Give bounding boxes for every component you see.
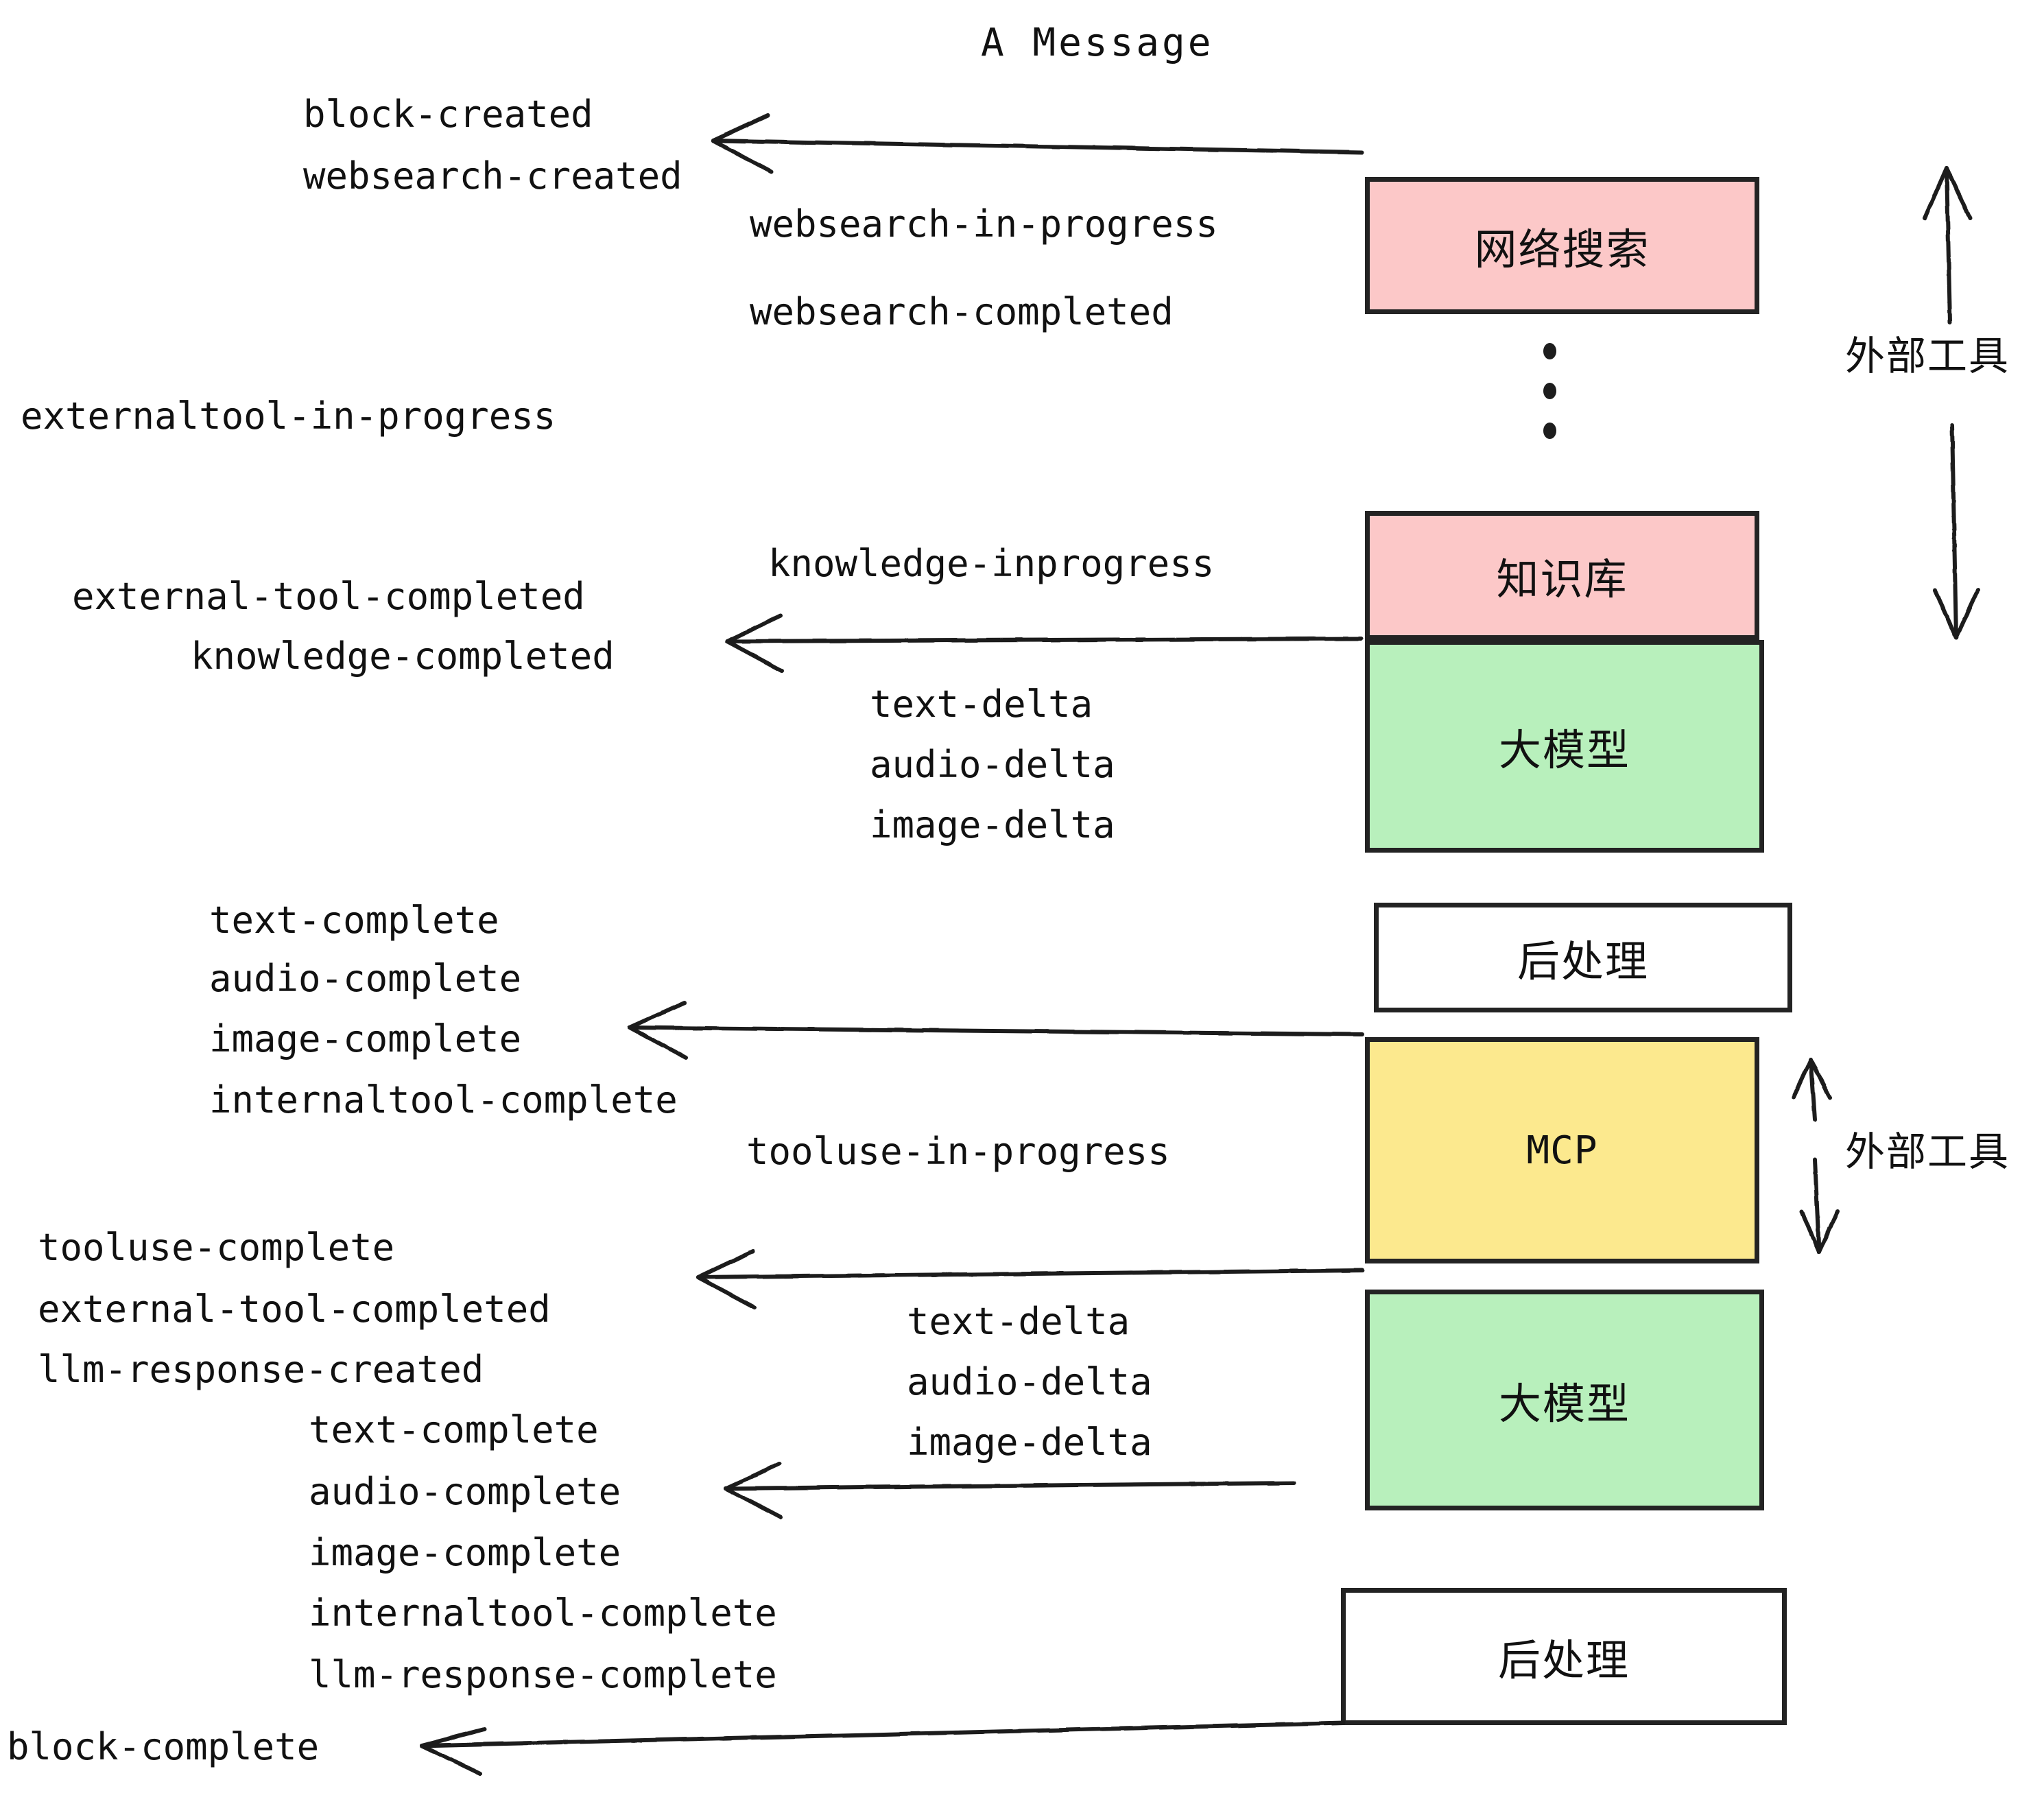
event-label-internaltool-complete-2: internaltool-complete <box>309 1591 777 1635</box>
event-label-external-tool-completed-2: external-tool-completed <box>38 1287 551 1331</box>
component-box-knowledge[interactable]: 知识库 <box>1365 511 1759 640</box>
component-label-llm-1: 大模型 <box>1498 725 1630 775</box>
event-label-tooluse-in-progress: tooluse-in-progress <box>746 1130 1170 1173</box>
component-label-websearch: 网络搜索 <box>1474 224 1650 274</box>
arrow-llm2-to-audio-complete <box>724 1462 1296 1519</box>
event-label-audio-delta-1: audio-delta <box>870 743 1115 786</box>
event-label-knowledge-completed: knowledge-completed <box>191 634 615 678</box>
event-label-image-delta-1: image-delta <box>870 803 1115 846</box>
component-label-postprocess-2: 后处理 <box>1497 1635 1630 1685</box>
ellipsis-dots <box>1543 343 1556 439</box>
event-label-llm-response-complete: llm-response-complete <box>309 1653 777 1696</box>
arrow-postprocess-to-image-complete <box>628 1001 1364 1060</box>
event-label-text-complete-2: text-complete <box>309 1408 599 1451</box>
event-label-image-delta-2: image-delta <box>907 1421 1152 1464</box>
arrow-knowledge-to-knowledge-completed <box>725 614 1363 673</box>
component-label-llm-2: 大模型 <box>1498 1379 1630 1429</box>
event-label-llm-response-created: llm-response-created <box>38 1348 484 1391</box>
component-box-mcp[interactable]: MCP <box>1365 1037 1759 1263</box>
annotation-label-external-tools-top: 外部工具 <box>1845 333 2010 379</box>
dot-3 <box>1543 423 1556 439</box>
event-label-audio-complete-1: audio-complete <box>209 957 522 1000</box>
event-label-knowledge-inprogress: knowledge-inprogress <box>768 542 1215 585</box>
event-label-text-complete-1: text-complete <box>209 899 499 942</box>
event-label-externaltool-in-progress: externaltool-in-progress <box>21 394 556 438</box>
event-label-audio-complete-2: audio-complete <box>309 1470 621 1513</box>
event-label-text-delta-2: text-delta <box>907 1300 1130 1343</box>
annotation-label-external-tools-bottom: 外部工具 <box>1845 1128 2010 1175</box>
arrow-postprocess2-to-block-complete <box>420 1721 1345 1776</box>
annotation-arrow-external-tools-bottom <box>1792 1058 1840 1254</box>
event-label-external-tool-completed-1: external-tool-completed <box>72 575 585 618</box>
component-label-mcp: MCP <box>1526 1128 1598 1173</box>
event-label-internaltool-complete-1: internaltool-complete <box>209 1078 678 1121</box>
event-label-websearch-in-progress: websearch-in-progress <box>750 202 1218 246</box>
event-label-image-complete-1: image-complete <box>209 1017 522 1060</box>
event-label-block-complete: block-complete <box>7 1725 320 1768</box>
component-box-postprocess-1[interactable]: 后处理 <box>1374 903 1792 1012</box>
annotation-arrow-external-tools-top <box>1923 166 1980 640</box>
event-label-websearch-created: websearch-created <box>303 154 682 198</box>
event-label-block-created: block-created <box>303 93 593 136</box>
component-box-postprocess-2[interactable]: 后处理 <box>1341 1588 1787 1725</box>
component-box-llm-1[interactable]: 大模型 <box>1365 640 1764 853</box>
event-label-image-complete-2: image-complete <box>309 1531 621 1574</box>
event-label-audio-delta-2: audio-delta <box>907 1360 1152 1403</box>
arrow-websearch-to-block-created <box>711 113 1364 174</box>
dot-1 <box>1543 343 1556 359</box>
page-title: A Message <box>981 21 1214 65</box>
component-label-knowledge: 知识库 <box>1496 554 1628 604</box>
event-label-websearch-completed: websearch-completed <box>750 290 1174 333</box>
component-box-websearch[interactable]: 网络搜索 <box>1365 177 1759 314</box>
dot-2 <box>1543 383 1556 399</box>
event-label-text-delta-1: text-delta <box>870 683 1093 726</box>
component-label-postprocess-1: 后处理 <box>1517 936 1649 986</box>
arrow-mcp-to-tooluse-complete <box>696 1249 1364 1309</box>
event-label-tooluse-complete: tooluse-complete <box>38 1226 395 1269</box>
component-box-llm-2[interactable]: 大模型 <box>1365 1290 1764 1510</box>
